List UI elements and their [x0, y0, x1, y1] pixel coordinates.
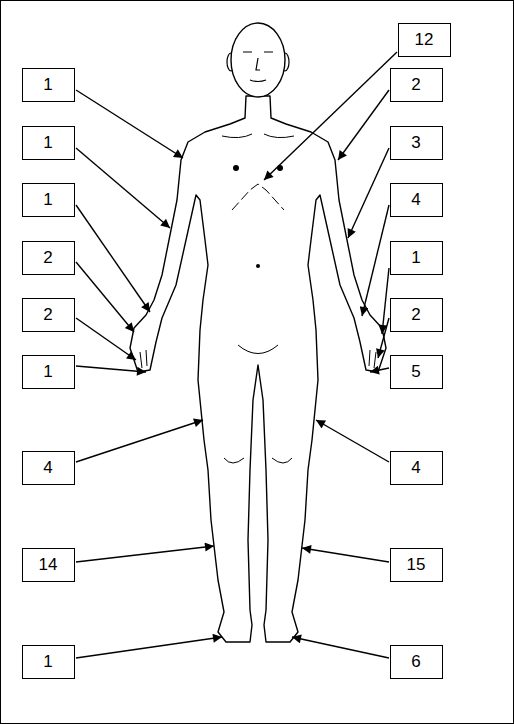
leader-line [76, 318, 136, 360]
callout-box: 4 [390, 451, 443, 485]
callout-number: 1 [43, 134, 52, 153]
callout-number: 6 [411, 653, 420, 672]
callout-number: 15 [407, 556, 426, 575]
leader-line [76, 637, 222, 658]
callout-number: 4 [411, 191, 420, 210]
leader-line [362, 205, 389, 316]
callout-number: 2 [411, 76, 420, 95]
navel [256, 264, 260, 268]
callout-box: 2 [22, 241, 75, 275]
leader-line [338, 90, 389, 160]
callout-box: 2 [390, 298, 443, 332]
callout-number: 3 [411, 134, 420, 153]
leader-line [302, 548, 389, 562]
collarbones [222, 134, 294, 138]
callout-box: 12 [398, 23, 451, 57]
leader-line [348, 148, 389, 238]
callout-box: 1 [22, 645, 75, 679]
callout-box: 5 [390, 355, 443, 389]
callout-box: 14 [22, 548, 75, 582]
callout-box: 1 [22, 183, 75, 217]
callout-box: 4 [390, 183, 443, 217]
callout-number: 2 [43, 249, 52, 268]
callout-box: 2 [390, 68, 443, 102]
callout-box: 3 [390, 126, 443, 160]
callout-number: 4 [411, 459, 420, 478]
callout-box: 15 [390, 548, 443, 582]
callout-number: 5 [411, 363, 420, 382]
nipple [233, 165, 239, 171]
leader-line [292, 637, 389, 658]
callout-number: 2 [411, 306, 420, 325]
leader-line [264, 52, 397, 180]
callout-number: 1 [43, 191, 52, 210]
leader-line [76, 90, 183, 158]
callout-number: 1 [43, 363, 52, 382]
callout-number: 12 [415, 31, 434, 50]
ribcage-line [232, 184, 284, 210]
callout-box: 1 [22, 355, 75, 389]
leader-line [370, 368, 389, 372]
callout-number: 1 [411, 249, 420, 268]
callout-box: 1 [22, 126, 75, 160]
leader-line [76, 262, 134, 332]
leader-line [76, 205, 150, 312]
leader-line [316, 420, 389, 462]
body-details [140, 345, 376, 463]
callout-number: 1 [43, 653, 52, 672]
callout-box: 1 [22, 68, 75, 102]
callout-number: 2 [43, 306, 52, 325]
callout-number: 4 [43, 459, 52, 478]
body-outline [130, 96, 386, 642]
leader-line [378, 318, 389, 358]
callout-box: 4 [22, 451, 75, 485]
head [231, 23, 285, 97]
callout-box: 1 [390, 241, 443, 275]
leader-line [76, 420, 203, 462]
leader-line [76, 546, 214, 562]
callout-number: 1 [43, 76, 52, 95]
callout-box: 2 [22, 298, 75, 332]
leader-line [76, 148, 170, 228]
leader-line [76, 366, 146, 372]
callout-number: 14 [39, 556, 58, 575]
face [243, 52, 273, 82]
callout-box: 6 [390, 645, 443, 679]
leader-lines [76, 52, 397, 658]
